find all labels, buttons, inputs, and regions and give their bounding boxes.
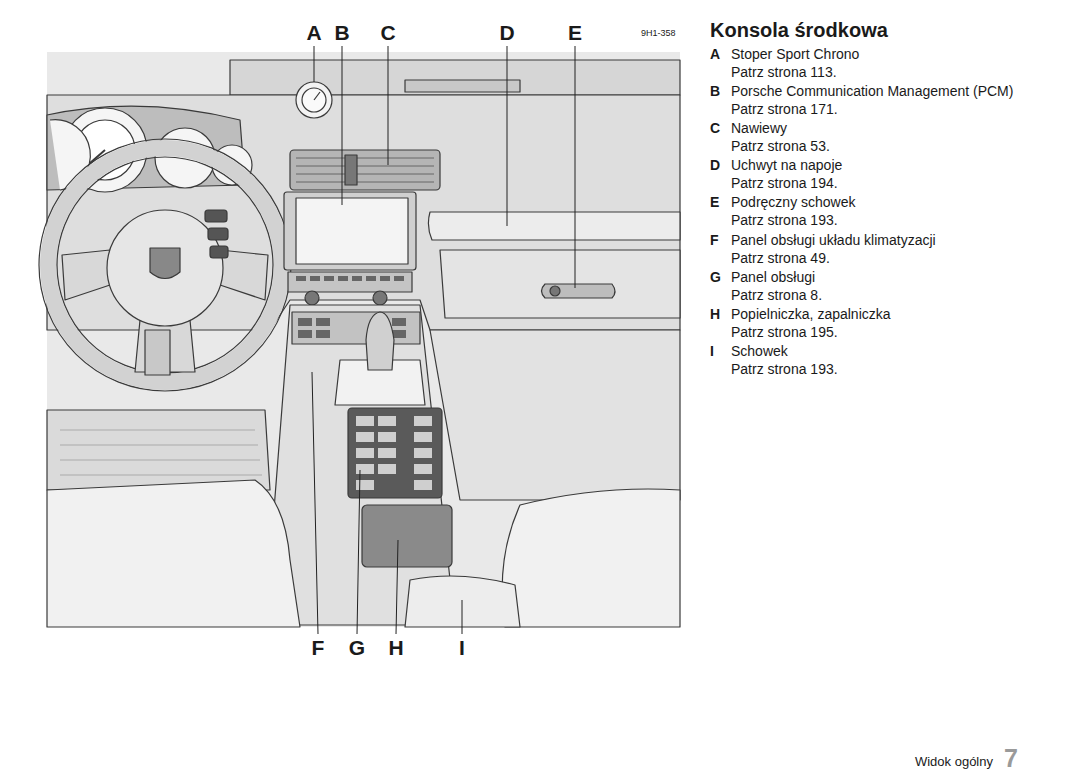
callout-letter: D (499, 21, 514, 45)
page-ref: Patrz strona 49. (731, 249, 830, 265)
figure-code: 9H1-358 (641, 28, 676, 38)
item-letter: C (710, 120, 720, 136)
item-text: Nawiewy (731, 120, 787, 136)
item-letter: E (710, 194, 719, 210)
callout-letter: I (459, 636, 465, 660)
item-text: Stoper Sport Chrono (731, 46, 859, 62)
item-letter: I (710, 343, 714, 359)
page-ref: Patrz strona 195. (731, 324, 838, 340)
page-title: Konsola środkowa (710, 19, 888, 42)
item-letter: B (710, 83, 720, 99)
callout-letter: F (312, 636, 325, 660)
page-ref: Patrz strona 193. (731, 212, 838, 228)
item-text: Panel obsługi (731, 269, 815, 285)
item-letter: G (710, 269, 721, 285)
item-text: Schowek (731, 343, 788, 359)
item-text: Uchwyt na napoje (731, 157, 842, 173)
item-text: Popielniczka, zapalniczka (731, 306, 891, 322)
item-letter: H (710, 306, 720, 322)
item-letter: F (710, 231, 719, 247)
page-ref: Patrz strona 194. (731, 175, 838, 191)
callout-letter: C (380, 21, 395, 45)
item-text: Porsche Communication Management (PCM) (731, 83, 1013, 99)
page-number: 7 (1004, 744, 1018, 773)
item-letter: A (710, 46, 720, 62)
page-ref: Patrz strona 113. (731, 64, 837, 80)
page-ref: Patrz strona 171. (731, 101, 838, 117)
leader-lines (312, 46, 575, 634)
footer-text: Widok ogólny (915, 755, 993, 770)
page-ref: Patrz strona 53. (731, 138, 830, 154)
page-ref: Patrz strona 8. (731, 287, 822, 303)
item-text: Podręczny schowek (731, 194, 856, 210)
callout-letter: H (388, 636, 403, 660)
item-letter: D (710, 157, 720, 173)
callout-letter: E (568, 21, 582, 45)
callout-letter: B (334, 21, 349, 45)
item-text: Panel obsługi układu klimatyzacji (731, 231, 936, 247)
callout-letter: A (306, 21, 321, 45)
callout-letter: G (349, 636, 365, 660)
page-ref: Patrz strona 193. (731, 361, 838, 377)
